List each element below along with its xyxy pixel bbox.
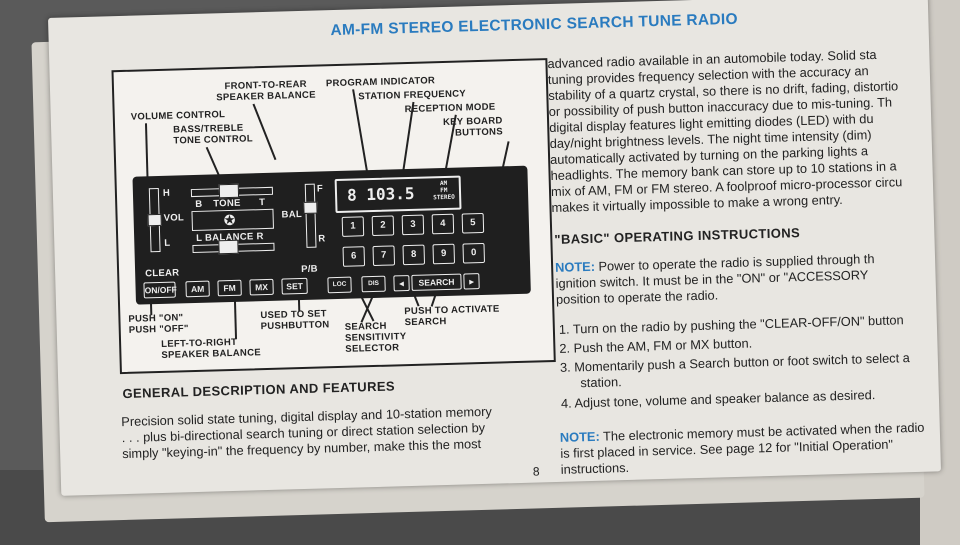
page-title: AM-FM STEREO ELECTRONIC SEARCH TUNE RADI…: [330, 10, 739, 40]
leader-line: [252, 103, 277, 161]
search-label-button[interactable]: SEARCH: [411, 273, 462, 291]
balance-knob[interactable]: [218, 239, 239, 255]
key-0[interactable]: 0: [462, 242, 486, 264]
frequency-readout: 8 103.5: [346, 183, 415, 205]
note-1-line: position to operate the radio.: [555, 287, 719, 307]
mx-button[interactable]: MX: [249, 278, 274, 296]
label-bal: BAL: [281, 208, 303, 221]
step-2: 2. Push the AM, FM or MX button.: [559, 335, 753, 356]
general-heading: GENERAL DESCRIPTION AND FEATURES: [122, 378, 396, 402]
dis-button[interactable]: DIS: [361, 275, 386, 293]
radio-faceplate: H L VOL B TONE T ✪ L BALANCE R F BAL R 8…: [132, 165, 531, 305]
key-7[interactable]: 7: [372, 245, 396, 267]
callout-push-on-off: PUSH "ON"PUSH "OFF": [128, 312, 189, 336]
on-off-button[interactable]: ON/OFF: [143, 281, 177, 299]
label-b: B: [195, 198, 203, 210]
key-9[interactable]: 9: [432, 243, 456, 265]
key-2[interactable]: 2: [371, 215, 395, 237]
key-5[interactable]: 5: [461, 212, 485, 234]
key-3[interactable]: 3: [401, 214, 425, 236]
pentastar-emblem-icon: ✪: [223, 211, 236, 229]
key-1[interactable]: 1: [341, 216, 365, 237]
fm-button[interactable]: FM: [217, 279, 242, 297]
label-t: T: [259, 197, 266, 209]
search-up-button[interactable]: ▸: [463, 273, 480, 290]
key-8[interactable]: 8: [402, 244, 426, 266]
label-r: R: [318, 233, 326, 245]
step-4: 4. Adjust tone, volume and speaker balan…: [560, 387, 876, 411]
callout-volume-control: VOLUME CONTROL: [130, 109, 226, 123]
am-button[interactable]: AM: [185, 280, 210, 298]
label-l: L: [164, 237, 171, 249]
key-6[interactable]: 6: [342, 246, 366, 267]
basic-heading: "BASIC" OPERATING INSTRUCTIONS: [554, 225, 801, 247]
label-pb: P/B: [300, 263, 319, 276]
step-1: 1. Turn on the radio by pushing the "CLE…: [558, 312, 904, 337]
callout-program-indicator: PROGRAM INDICATOR: [325, 75, 436, 90]
step-3-line: station.: [580, 374, 622, 391]
page-number: 8: [532, 464, 540, 479]
key-4[interactable]: 4: [431, 213, 455, 235]
label-vol: VOL: [163, 212, 185, 224]
label-f: F: [316, 183, 324, 195]
fader-slider[interactable]: [304, 183, 317, 248]
callout-reception-mode: RECEPTION MODE: [404, 101, 496, 116]
label-tone: TONE: [213, 197, 241, 210]
tone-knob[interactable]: [218, 183, 240, 199]
search-down-button[interactable]: ◂: [393, 275, 410, 292]
set-button[interactable]: SET: [281, 277, 308, 295]
intro-paragraph: advanced radio available in an automobil…: [48, 0, 928, 215]
label-clear: CLEAR: [145, 267, 180, 280]
label-h: H: [162, 187, 171, 199]
volume-knob[interactable]: [147, 213, 162, 227]
callout-station-frequency: STATION FREQUENCY: [358, 88, 467, 103]
loc-button[interactable]: LOC: [327, 276, 352, 294]
fader-knob[interactable]: [303, 201, 318, 214]
note-2-line: instructions.: [560, 459, 630, 477]
manual-page: AM-FM STEREO ELECTRONIC SEARCH TUNE RADI…: [48, 0, 942, 496]
